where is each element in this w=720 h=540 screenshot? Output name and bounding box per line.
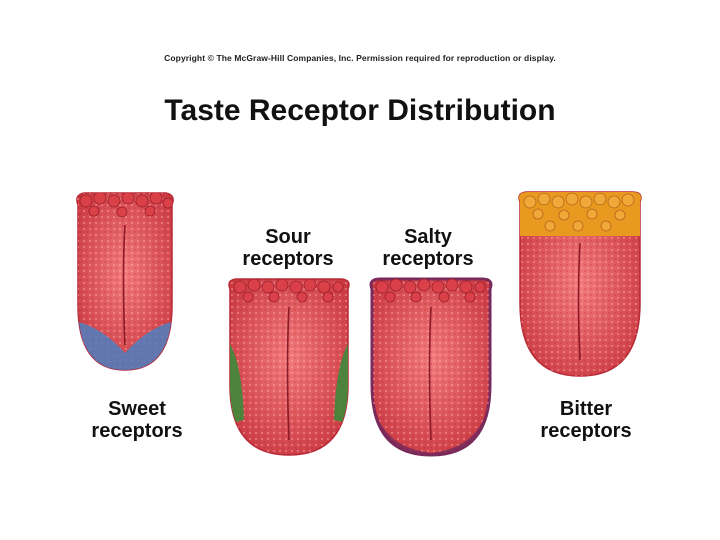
copyright-notice: Copyright © The McGraw-Hill Companies, I…	[164, 53, 556, 63]
salty-label-line1: Salty	[404, 226, 452, 248]
bitter-label-line1: Bitter	[559, 398, 613, 420]
median-groove	[428, 306, 432, 441]
salty-receptors-label: Salty receptors	[372, 226, 484, 270]
papillae-row	[375, 279, 486, 303]
sour-region-right	[334, 335, 349, 425]
sweet-label-line2: receptors	[91, 420, 183, 442]
sweet-receptors-label: Sweet receptors	[82, 398, 192, 442]
median-groove	[122, 224, 126, 346]
sweet-label-line1: Sweet	[108, 398, 166, 420]
median-groove	[577, 242, 581, 361]
bitter-label-line2: receptors	[540, 420, 632, 442]
papillae-row	[233, 279, 344, 303]
salty-label-line2: receptors	[382, 248, 474, 270]
bitter-receptors-label: Bitter receptors	[530, 398, 642, 442]
papillae-row	[523, 192, 635, 232]
median-groove	[286, 306, 290, 441]
sour-region-left	[229, 335, 244, 425]
sour-label-line1: Sour	[265, 226, 311, 248]
papillae-row	[79, 193, 174, 218]
page-title: Taste Receptor Distribution	[164, 94, 556, 127]
tongue-salty-diagram	[369, 277, 493, 457]
tongue-sour-diagram	[228, 278, 350, 456]
tongue-bitter-diagram	[518, 191, 642, 377]
sour-label-line2: receptors	[242, 248, 334, 270]
tongue-sweet-diagram	[76, 192, 174, 371]
salty-region	[371, 395, 491, 455]
sour-receptors-label: Sour receptors	[232, 226, 344, 270]
